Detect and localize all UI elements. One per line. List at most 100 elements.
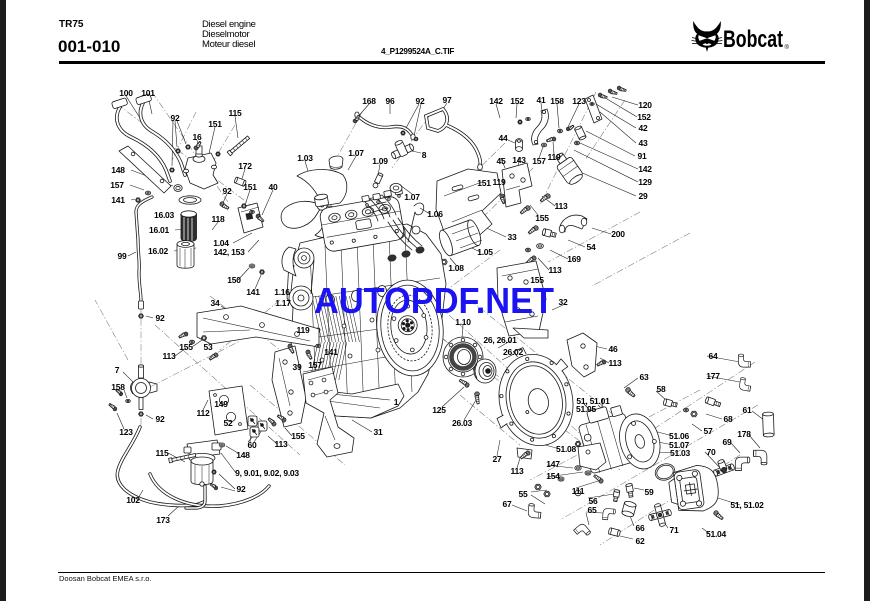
svg-text:97: 97 [443, 95, 452, 105]
svg-text:54: 54 [587, 242, 596, 252]
svg-text:92: 92 [156, 414, 165, 424]
svg-text:46: 46 [609, 344, 618, 354]
svg-text:26, 26.01: 26, 26.01 [483, 335, 517, 345]
svg-text:151: 151 [208, 119, 222, 129]
svg-text:113: 113 [511, 466, 524, 476]
svg-text:200: 200 [611, 229, 625, 239]
svg-text:1.16: 1.16 [274, 287, 290, 297]
svg-text:142, 153: 142, 153 [213, 247, 245, 257]
svg-text:92: 92 [223, 186, 232, 196]
svg-text:155: 155 [530, 275, 544, 285]
svg-text:141: 141 [324, 347, 338, 357]
svg-text:158: 158 [550, 96, 564, 106]
svg-text:112: 112 [197, 408, 210, 418]
svg-text:16.03: 16.03 [154, 210, 175, 220]
svg-text:40: 40 [269, 182, 278, 192]
svg-text:52: 52 [224, 418, 233, 428]
svg-text:71: 71 [670, 525, 679, 535]
svg-text:68: 68 [724, 414, 733, 424]
svg-text:69: 69 [723, 437, 732, 447]
svg-text:51.08: 51.08 [556, 444, 577, 454]
svg-text:51, 51.01: 51, 51.01 [576, 396, 610, 406]
svg-text:155: 155 [179, 342, 193, 352]
svg-text:®: ® [785, 44, 790, 51]
svg-text:AUTOPDF.NET: AUTOPDF.NET [314, 280, 554, 321]
svg-text:26.02: 26.02 [503, 347, 524, 357]
svg-text:1.05: 1.05 [477, 247, 493, 257]
svg-text:113: 113 [275, 439, 288, 449]
svg-text:56: 56 [589, 496, 598, 506]
svg-text:141: 141 [111, 195, 125, 205]
svg-text:65: 65 [588, 505, 597, 515]
svg-text:149: 149 [214, 399, 228, 409]
svg-text:169: 169 [567, 254, 581, 264]
svg-text:16.02: 16.02 [148, 246, 169, 256]
svg-text:27: 27 [493, 454, 502, 464]
svg-text:148: 148 [111, 165, 125, 175]
svg-text:178: 178 [737, 429, 751, 439]
svg-text:32: 32 [559, 297, 568, 307]
svg-text:92: 92 [171, 113, 180, 123]
svg-text:113: 113 [555, 201, 568, 211]
svg-text:62: 62 [636, 536, 645, 546]
svg-text:51.03: 51.03 [670, 448, 691, 458]
svg-text:Bobcat: Bobcat [723, 26, 783, 53]
svg-text:96: 96 [386, 96, 395, 106]
svg-text:111: 111 [572, 486, 585, 496]
svg-text:157: 157 [532, 156, 546, 166]
svg-text:150: 150 [227, 275, 241, 285]
svg-text:125: 125 [432, 405, 446, 415]
svg-text:168: 168 [362, 96, 376, 106]
svg-text:1.17: 1.17 [275, 298, 291, 308]
svg-text:70: 70 [707, 447, 716, 457]
svg-text:151: 151 [477, 178, 491, 188]
svg-text:113: 113 [163, 351, 176, 361]
svg-text:1.07: 1.07 [348, 148, 364, 158]
svg-text:16: 16 [193, 132, 202, 142]
svg-text:66: 66 [636, 523, 645, 533]
svg-text:31: 31 [374, 427, 383, 437]
svg-text:44: 44 [499, 133, 508, 143]
svg-text:92: 92 [237, 484, 246, 494]
svg-text:91: 91 [638, 151, 647, 161]
svg-text:118: 118 [212, 214, 225, 224]
svg-text:8: 8 [422, 150, 427, 160]
svg-text:45: 45 [497, 156, 506, 166]
svg-text:64: 64 [709, 351, 718, 361]
svg-text:152: 152 [510, 96, 524, 106]
svg-text:41: 41 [537, 95, 546, 105]
svg-text:9, 9.01, 9.02, 9.03: 9, 9.01, 9.02, 9.03 [235, 468, 299, 478]
svg-text:67: 67 [503, 499, 512, 509]
svg-text:51.07: 51.07 [669, 440, 690, 450]
svg-text:155: 155 [291, 431, 305, 441]
svg-text:172: 172 [238, 161, 252, 171]
svg-text:1: 1 [394, 397, 399, 407]
svg-text:39: 39 [293, 362, 302, 372]
svg-text:142: 142 [638, 164, 652, 174]
svg-text:119: 119 [548, 152, 561, 162]
svg-text:92: 92 [156, 313, 165, 323]
svg-text:1.09: 1.09 [372, 156, 388, 166]
svg-text:142: 142 [489, 96, 503, 106]
svg-text:113: 113 [609, 358, 622, 368]
svg-text:57: 57 [704, 426, 713, 436]
svg-text:51.06: 51.06 [669, 431, 690, 441]
svg-text:63: 63 [640, 372, 649, 382]
svg-text:151: 151 [243, 182, 257, 192]
svg-text:129: 129 [638, 177, 652, 187]
svg-text:123: 123 [119, 427, 133, 437]
svg-text:61: 61 [743, 405, 752, 415]
svg-text:99: 99 [118, 251, 127, 261]
svg-text:143: 143 [512, 155, 526, 165]
svg-text:92: 92 [416, 96, 425, 106]
svg-text:158: 158 [111, 382, 125, 392]
svg-text:157: 157 [110, 180, 124, 190]
svg-text:119: 119 [493, 177, 506, 187]
svg-text:29: 29 [639, 191, 648, 201]
svg-text:55: 55 [519, 489, 528, 499]
svg-text:1.07: 1.07 [404, 192, 420, 202]
svg-text:148: 148 [236, 450, 250, 460]
svg-text:59: 59 [645, 487, 654, 497]
svg-text:16.01: 16.01 [149, 225, 170, 235]
svg-text:53: 53 [204, 342, 213, 352]
